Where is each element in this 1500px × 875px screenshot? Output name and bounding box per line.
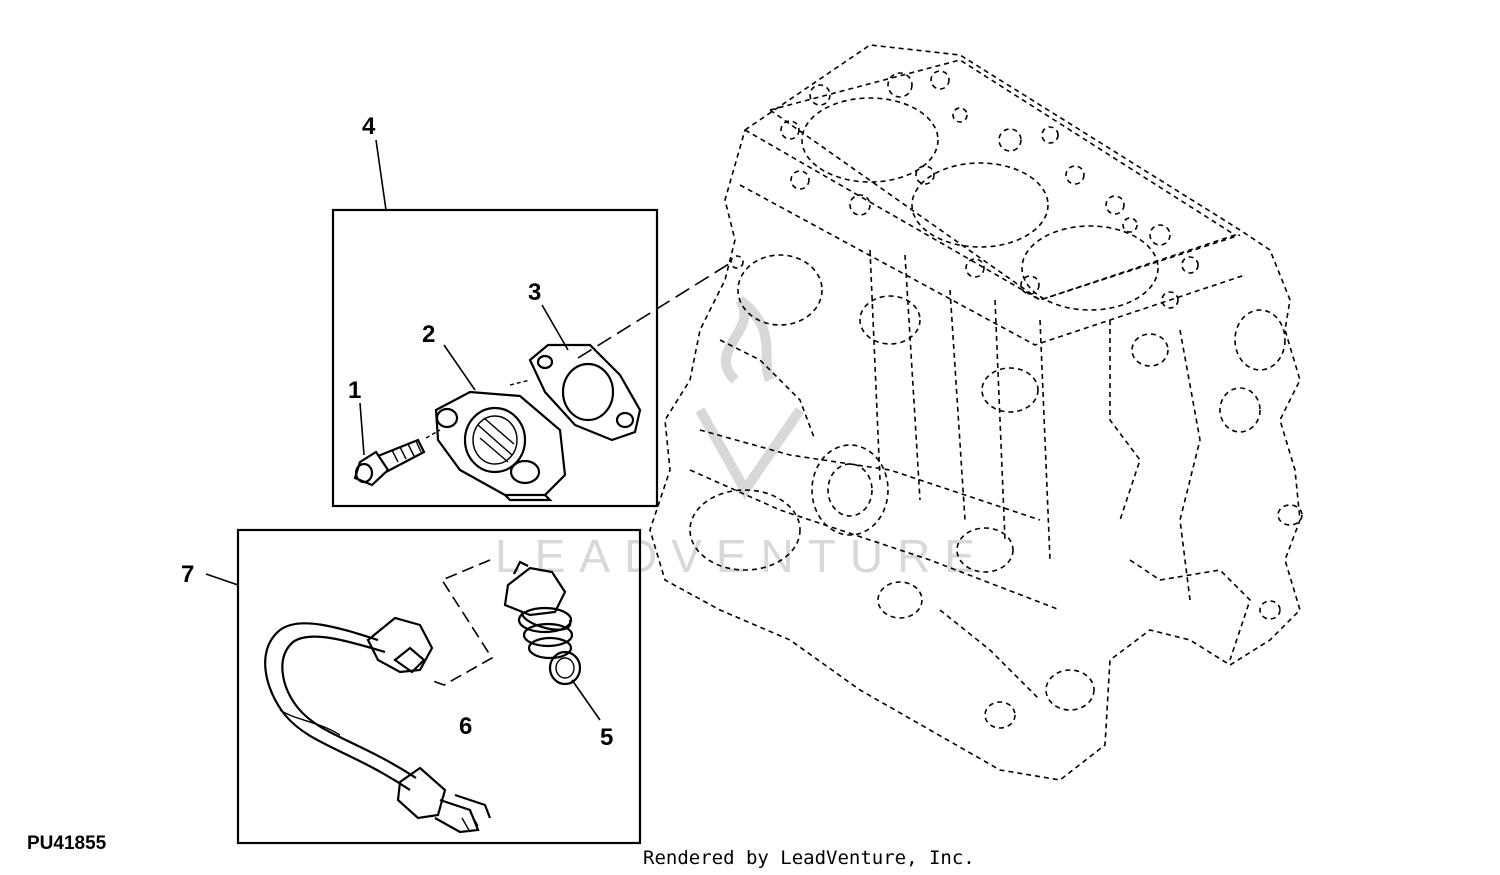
callout-4: 4 bbox=[362, 113, 376, 140]
block-mounting-hole bbox=[730, 255, 744, 269]
temperature-sensor bbox=[503, 560, 582, 686]
callout-5: 5 bbox=[600, 724, 613, 751]
callout-6: 6 bbox=[459, 713, 472, 740]
watermark: LEADVENTURE bbox=[495, 296, 989, 582]
wiring-harness bbox=[264, 616, 492, 834]
figure-id: PU41855 bbox=[27, 833, 107, 854]
block-side-features bbox=[689, 249, 1303, 729]
head-bolt-holes bbox=[780, 70, 1199, 309]
watermark-text: LEADVENTURE bbox=[495, 530, 989, 582]
cap-screw bbox=[353, 429, 441, 487]
engine-block bbox=[649, 44, 1303, 781]
render-credit: Rendered by LeadVenture, Inc. bbox=[643, 847, 975, 869]
connection-bracket bbox=[429, 559, 494, 686]
gasket bbox=[528, 343, 642, 442]
coolant-flange bbox=[434, 379, 567, 502]
watermark-logo bbox=[695, 296, 805, 500]
callout-1: 1 bbox=[348, 377, 361, 404]
assembly-4-box bbox=[331, 208, 659, 508]
assembly-leader-line bbox=[577, 261, 733, 359]
assembly-7-box bbox=[236, 528, 642, 845]
callout-7: 7 bbox=[181, 561, 194, 588]
callout-leaders bbox=[205, 139, 601, 721]
callout-3: 3 bbox=[528, 279, 541, 306]
callout-2: 2 bbox=[422, 321, 435, 348]
